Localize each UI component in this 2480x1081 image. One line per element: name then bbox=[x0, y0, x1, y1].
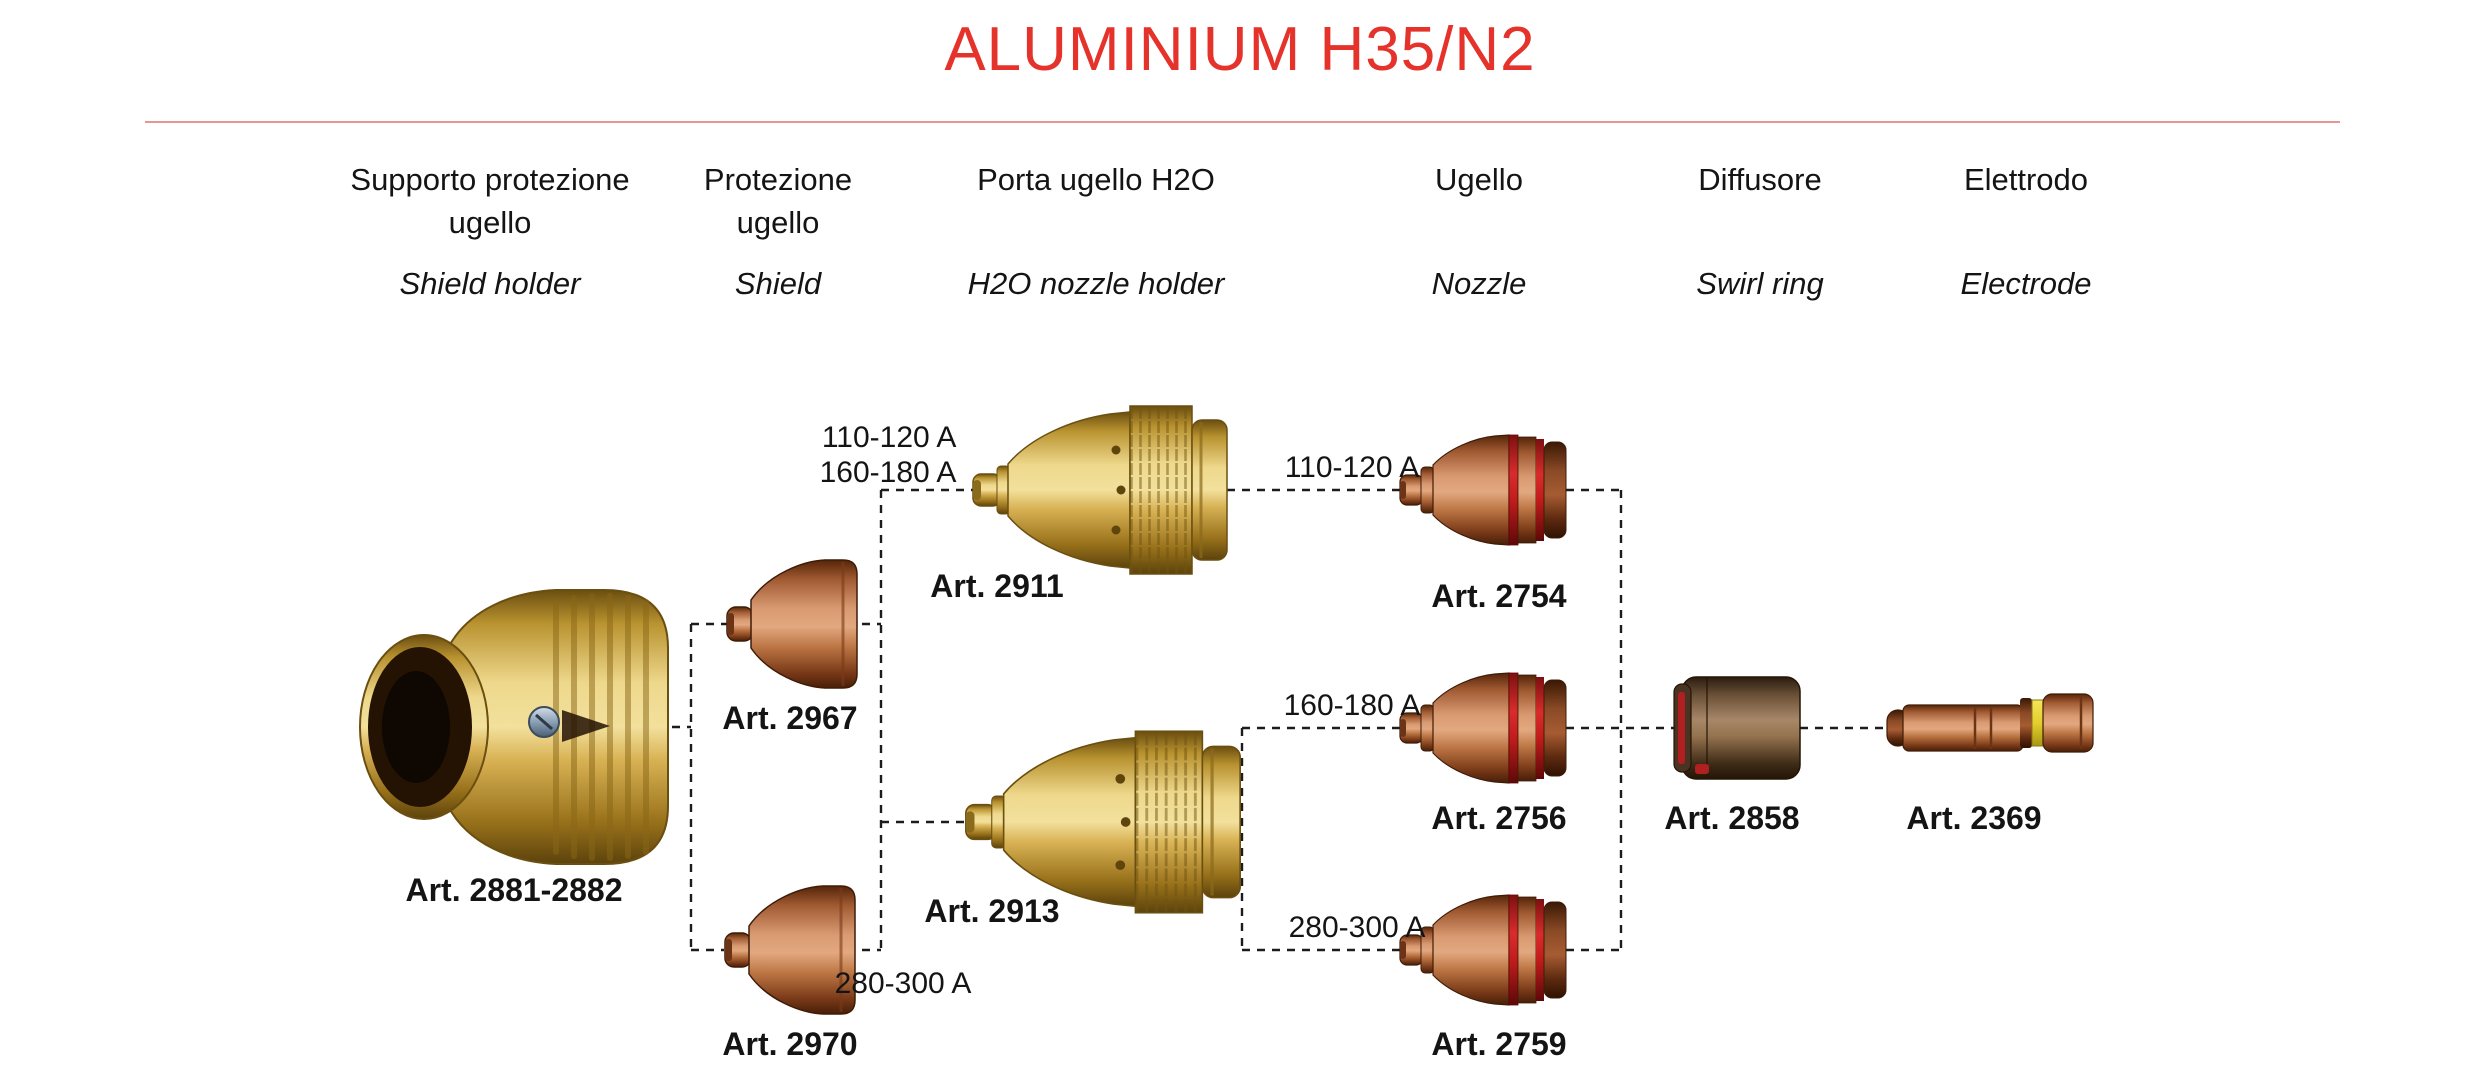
art-label-2858: Art. 2858 bbox=[1664, 800, 1800, 836]
column-subheader-swirl-ring: Swirl ring bbox=[1696, 266, 1824, 301]
shield-holder-illustration bbox=[359, 589, 669, 865]
nozzle-holder-2911-illustration bbox=[971, 404, 1229, 576]
amperage-label-2754: 110-120 A bbox=[1284, 451, 1420, 484]
amperage-label-2759: 280-300 A bbox=[1288, 911, 1426, 944]
column-header-nozzle: Ugello bbox=[1435, 162, 1523, 197]
column-subheader-nozzle: Nozzle bbox=[1431, 266, 1527, 301]
art-label-2754: Art. 2754 bbox=[1431, 578, 1567, 614]
column-header-shield: Protezione ugello bbox=[703, 162, 853, 240]
amperage-label-2756: 160-180 A bbox=[1283, 689, 1421, 722]
swirl-ring-illustration bbox=[1673, 676, 1801, 780]
page-title: ALUMINIUM H35/N2 bbox=[944, 15, 1536, 84]
art-label-2967: Art. 2967 bbox=[722, 700, 858, 736]
amperage-label-2911: 110-120 A 160-180 A bbox=[819, 421, 957, 489]
art-label-2913: Art. 2913 bbox=[924, 893, 1060, 929]
column-header-shield-holder: Supporto protezione ugello bbox=[350, 162, 630, 240]
art-label-2970: Art. 2970 bbox=[722, 1026, 858, 1062]
column-subheader-shield: Shield bbox=[734, 266, 822, 301]
column-header-nozzle-holder: Porta ugello H2O bbox=[977, 162, 1215, 197]
art-label-2911: Art. 2911 bbox=[930, 568, 1064, 604]
screw-icon bbox=[528, 706, 560, 738]
column-header-electrode: Elettrodo bbox=[1963, 162, 2089, 197]
art-label-shield-holder: Art. 2881-2882 bbox=[405, 872, 623, 908]
electrode-illustration bbox=[1886, 693, 2094, 753]
amperage-label-2970: 280-300 A bbox=[834, 967, 972, 1000]
title-divider bbox=[145, 121, 2340, 123]
column-subheader-electrode: Electrode bbox=[1960, 266, 2092, 301]
shield-2967-illustration bbox=[725, 558, 859, 690]
nozzle-2754-illustration bbox=[1399, 434, 1567, 546]
column-subheader-nozzle-holder: H2O nozzle holder bbox=[967, 266, 1225, 301]
column-subheader-shield-holder: Shield holder bbox=[399, 266, 581, 301]
art-label-2759: Art. 2759 bbox=[1431, 1026, 1567, 1062]
column-header-swirl-ring: Diffusore bbox=[1698, 162, 1822, 197]
nozzle-2756-illustration bbox=[1399, 672, 1567, 784]
nozzle-holder-2913-illustration bbox=[964, 729, 1242, 915]
art-label-2756: Art. 2756 bbox=[1431, 800, 1567, 836]
art-label-2369: Art. 2369 bbox=[1906, 800, 2042, 836]
